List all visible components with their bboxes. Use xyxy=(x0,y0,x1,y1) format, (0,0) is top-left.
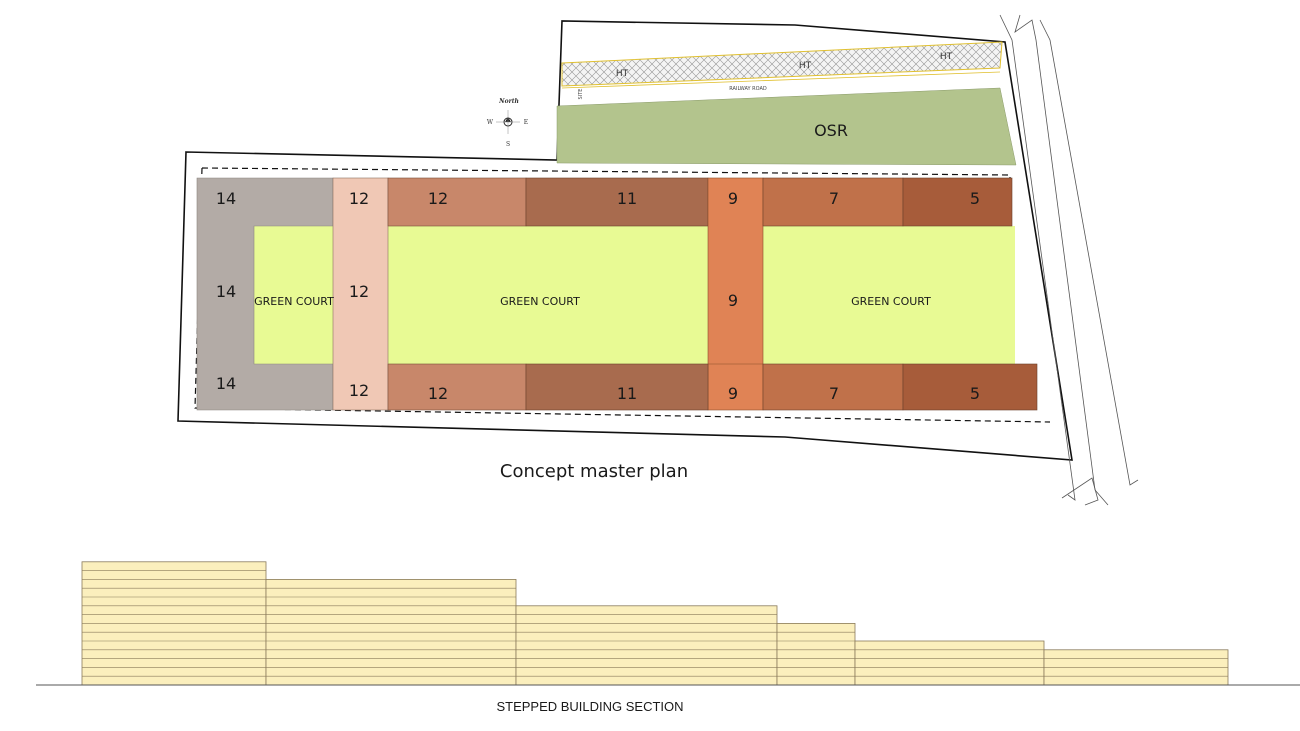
osr-label: OSR xyxy=(814,121,848,140)
setback-line xyxy=(201,167,1011,178)
block-label: 7 xyxy=(829,189,839,208)
block-label: 12 xyxy=(428,384,448,403)
block-top-brown-11 xyxy=(525,177,709,227)
stepped-building-section xyxy=(81,561,1229,686)
block-label: 12 xyxy=(349,189,369,208)
section-step xyxy=(776,623,856,686)
block-top-rust-7 xyxy=(762,177,904,227)
section-caption: STEPPED BUILDING SECTION xyxy=(496,699,683,714)
block-label: 9 xyxy=(728,384,738,403)
block-top-darkrust-5 xyxy=(902,177,1013,227)
block-label: 14 xyxy=(216,189,236,208)
green-court-1 xyxy=(254,226,333,364)
block-label: 11 xyxy=(617,384,637,403)
block-bottom-tan-12 xyxy=(387,363,527,411)
ht-band xyxy=(561,41,1003,87)
block-bottom-rust-7 xyxy=(762,363,904,411)
block-label: 14 xyxy=(216,282,236,301)
compass-north-label: North xyxy=(498,98,519,105)
block-label: 5 xyxy=(970,189,980,208)
block-pale-12 xyxy=(332,177,389,411)
plan-caption: Concept master plan xyxy=(500,461,688,482)
block-label: 12 xyxy=(349,381,369,400)
block-orange-9 xyxy=(707,177,764,411)
section-step xyxy=(515,605,778,686)
green-court-label: GREEN COURT xyxy=(851,295,931,308)
block-label: 9 xyxy=(728,291,738,310)
block-label: 9 xyxy=(728,189,738,208)
compass-south-label: S xyxy=(506,141,510,148)
block-label: 11 xyxy=(617,189,637,208)
green-court-label: GREEN COURT xyxy=(500,295,580,308)
railway-corridor xyxy=(999,14,1139,506)
compass-east-label: E xyxy=(524,119,528,126)
compass-west-label: W xyxy=(487,119,494,126)
ht-label-1: HT xyxy=(616,69,629,79)
block-label: 14 xyxy=(216,374,236,393)
block-top-tan-12 xyxy=(387,177,527,227)
block-bottom-brown-11 xyxy=(525,363,709,411)
green-court-3 xyxy=(763,226,1015,364)
block-bottom-darkrust-5 xyxy=(902,363,1038,411)
block-label: 12 xyxy=(349,282,369,301)
road-label: RAILWAY ROAD xyxy=(729,86,767,92)
block-label: 7 xyxy=(829,384,839,403)
north-arrow: North W E S xyxy=(487,98,528,148)
green-court-label: GREEN COURT xyxy=(254,295,334,308)
ht-label-2: HT xyxy=(799,61,812,71)
green-court-2 xyxy=(388,226,708,364)
block-label: 5 xyxy=(970,384,980,403)
vertical-label: SITE xyxy=(578,89,584,100)
ht-label-3: HT xyxy=(940,52,953,62)
osr-area xyxy=(556,87,1017,166)
road-edge-line xyxy=(561,71,1001,89)
block-label: 12 xyxy=(428,189,448,208)
section-step xyxy=(854,640,1045,686)
